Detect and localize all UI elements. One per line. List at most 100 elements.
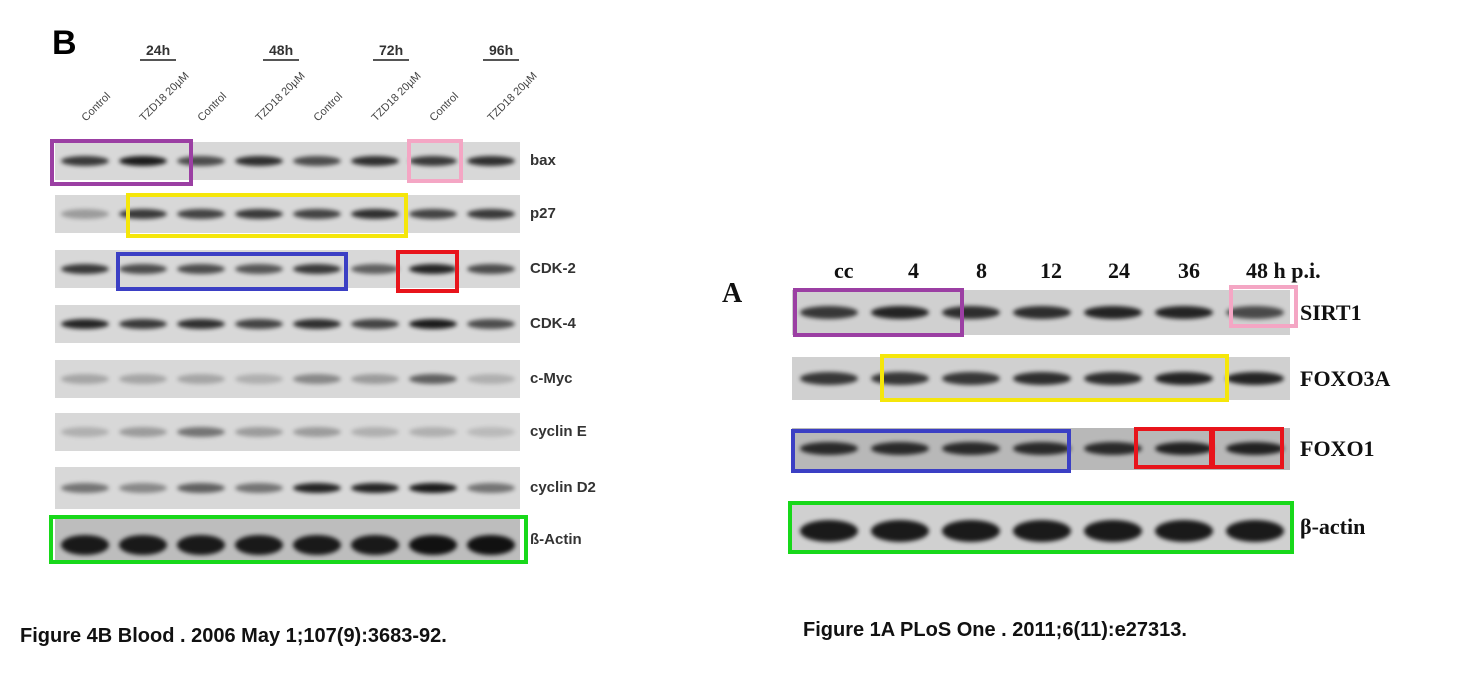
band bbox=[1084, 442, 1142, 455]
band bbox=[409, 319, 457, 329]
band bbox=[119, 427, 167, 437]
panel-letter-a: A bbox=[722, 278, 743, 309]
band bbox=[467, 535, 515, 555]
band bbox=[119, 264, 167, 274]
highlight-box-red bbox=[1211, 427, 1284, 469]
band bbox=[61, 483, 109, 493]
band bbox=[1226, 371, 1284, 385]
band bbox=[119, 209, 167, 219]
highlight-box-pink bbox=[1229, 285, 1298, 328]
timepoint-label: 96h bbox=[483, 42, 520, 61]
band bbox=[871, 305, 929, 319]
highlight-box-purple bbox=[50, 139, 193, 186]
band bbox=[61, 319, 109, 329]
band bbox=[293, 209, 341, 219]
band bbox=[351, 319, 399, 329]
band bbox=[293, 535, 341, 555]
band bbox=[177, 209, 225, 219]
band bbox=[351, 483, 399, 493]
band bbox=[942, 442, 1000, 455]
highlight-box-blue bbox=[116, 252, 348, 291]
band bbox=[1013, 442, 1071, 455]
blot-strip bbox=[55, 519, 520, 561]
band bbox=[942, 371, 1000, 385]
panel-letter-b: B bbox=[52, 24, 77, 62]
band bbox=[177, 427, 225, 437]
band bbox=[351, 209, 399, 219]
lane-label: 4 bbox=[908, 258, 919, 283]
band bbox=[467, 319, 515, 329]
band bbox=[409, 264, 457, 274]
band bbox=[871, 442, 929, 455]
band bbox=[235, 427, 283, 437]
lane-label: 8 bbox=[976, 258, 987, 283]
lane-label: 24 bbox=[1108, 258, 1130, 283]
band bbox=[800, 371, 858, 385]
blot-strip bbox=[55, 413, 520, 451]
lane-label: 48 h p.i. bbox=[1246, 258, 1321, 283]
band bbox=[1155, 305, 1213, 319]
band bbox=[119, 156, 167, 166]
band bbox=[293, 374, 341, 384]
highlight-box-red bbox=[396, 250, 459, 293]
band bbox=[235, 209, 283, 219]
band bbox=[351, 535, 399, 555]
band bbox=[1155, 371, 1213, 385]
blot-strip bbox=[55, 195, 520, 233]
caption-left: Figure 4B Blood . 2006 May 1;107(9):3683… bbox=[20, 625, 447, 647]
band bbox=[293, 156, 341, 166]
band bbox=[61, 427, 109, 437]
band bbox=[177, 374, 225, 384]
row-label: CDK-4 bbox=[530, 315, 576, 332]
band bbox=[1013, 305, 1071, 319]
band bbox=[119, 535, 167, 555]
row-label: p27 bbox=[530, 205, 556, 222]
band bbox=[177, 319, 225, 329]
highlight-box-yellow bbox=[880, 354, 1229, 402]
band bbox=[871, 520, 929, 542]
band bbox=[409, 427, 457, 437]
band bbox=[235, 374, 283, 384]
highlight-box-red bbox=[1134, 427, 1213, 469]
highlight-box-blue bbox=[791, 429, 1071, 473]
band bbox=[800, 442, 858, 455]
band bbox=[293, 319, 341, 329]
band bbox=[467, 209, 515, 219]
band bbox=[1084, 305, 1142, 319]
blot-strip bbox=[792, 428, 1290, 470]
band bbox=[871, 371, 929, 385]
band bbox=[467, 156, 515, 166]
row-label: bax bbox=[530, 152, 556, 169]
band bbox=[467, 264, 515, 274]
band bbox=[235, 483, 283, 493]
band bbox=[1013, 371, 1071, 385]
band bbox=[1013, 520, 1071, 542]
band bbox=[351, 374, 399, 384]
band bbox=[177, 535, 225, 555]
band bbox=[293, 264, 341, 274]
band bbox=[1226, 305, 1284, 319]
lane-label: cc bbox=[834, 258, 854, 283]
highlight-box-purple bbox=[793, 288, 964, 337]
band bbox=[1084, 371, 1142, 385]
band bbox=[1084, 520, 1142, 542]
band bbox=[235, 319, 283, 329]
band bbox=[293, 483, 341, 493]
band bbox=[235, 156, 283, 166]
row-label: β-actin bbox=[1300, 514, 1366, 539]
timepoint-label: 48h bbox=[263, 42, 300, 61]
band bbox=[1226, 442, 1284, 455]
caption-right: Figure 1A PLoS One . 2011;6(11):e27313. bbox=[803, 619, 1187, 641]
band bbox=[61, 209, 109, 219]
blot-strip bbox=[55, 142, 520, 180]
highlight-box-yellow bbox=[126, 193, 408, 238]
band bbox=[351, 156, 399, 166]
band bbox=[119, 374, 167, 384]
blot-strip bbox=[55, 360, 520, 398]
band bbox=[61, 264, 109, 274]
band bbox=[800, 520, 858, 542]
row-label: SIRT1 bbox=[1300, 299, 1362, 325]
band bbox=[1226, 520, 1284, 542]
band bbox=[409, 483, 457, 493]
band bbox=[177, 483, 225, 493]
